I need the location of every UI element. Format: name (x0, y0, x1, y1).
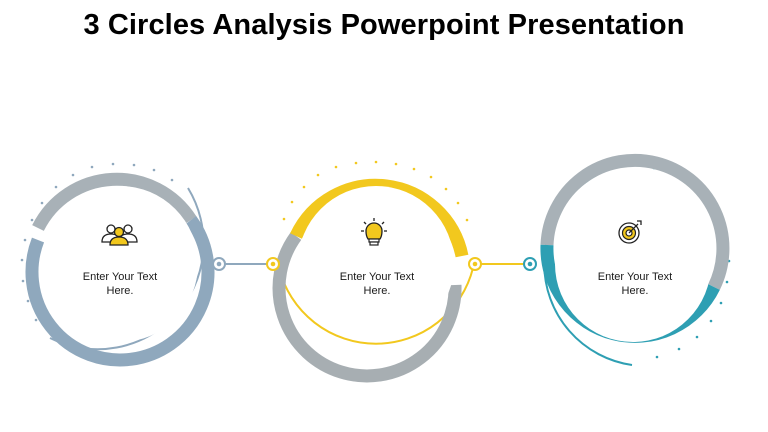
circle-3: Enter Your Text Here. (540, 153, 731, 366)
connector-nodes (212, 257, 537, 271)
circle-2-inner-face (298, 186, 454, 342)
circle-2: Enter Your Text Here. (272, 160, 474, 383)
circle-2-text-line2: Here. (364, 285, 391, 297)
circle-1-outer-arc-gray (32, 172, 197, 231)
circle-3-text-line2: Here. (622, 285, 649, 297)
team-icon (101, 224, 138, 246)
circle-1-outer-arc-blue (25, 216, 215, 367)
circle-2-text-line1: Enter Your Text (340, 271, 414, 283)
target-icon (618, 220, 642, 244)
circle-2-outer-arc-yellow (290, 178, 469, 258)
circle-3-outer-arc-gray (540, 153, 730, 290)
page-title: 3 Circles Analysis Powerpoint Presentati… (83, 9, 685, 41)
circle-3-inner-face (555, 186, 711, 342)
circle-2-dots (282, 160, 469, 222)
circle-2-outer-arc-gray (272, 232, 462, 383)
circle-1-inner-face (42, 186, 198, 342)
lightbulb-icon (361, 218, 387, 246)
circle-1-text-line2: Here. (107, 285, 134, 297)
circle-1: Enter Your Text Here. (20, 162, 215, 367)
circle-1-text-line1: Enter Your Text (83, 271, 157, 283)
circle-1-dots (20, 162, 174, 322)
circle-3-text-line1: Enter Your Text (598, 271, 672, 283)
